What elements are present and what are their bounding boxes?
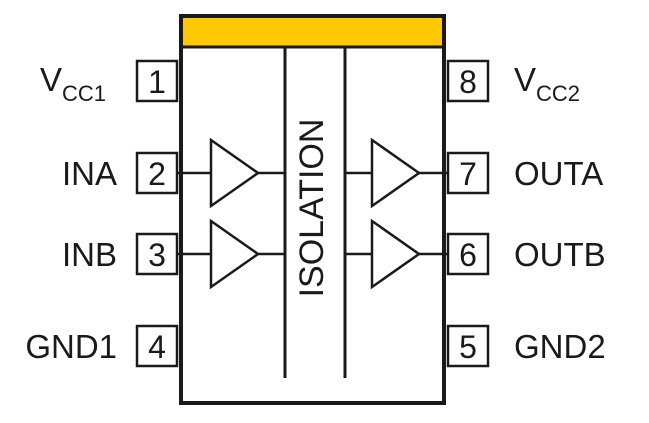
pin-4-box xyxy=(135,324,179,368)
pin-8-label-sub: CC2 xyxy=(536,81,580,106)
pin-7-box xyxy=(446,151,490,195)
pin-6-number: 6 xyxy=(459,237,477,273)
pin-2-box xyxy=(135,151,179,195)
pin-6-label: OUTB xyxy=(514,236,606,273)
pin-8-box xyxy=(446,59,490,103)
pin-1-label-sub: CC1 xyxy=(62,81,106,106)
buffer-ina xyxy=(177,137,285,209)
package-top-band xyxy=(183,18,442,46)
pin-3-label: INB xyxy=(62,236,117,273)
pin-5-box xyxy=(446,324,490,368)
pin-1-number: 1 xyxy=(148,64,166,100)
pin-1-box xyxy=(135,59,179,103)
pin-4-number: 4 xyxy=(148,329,166,365)
isolation-label: ISOLATION xyxy=(293,119,331,298)
buffer-inb xyxy=(177,218,285,290)
pin-2-label: INA xyxy=(62,155,117,192)
pin-4-label: GND1 xyxy=(25,328,117,365)
pin-7-label: OUTA xyxy=(514,155,603,192)
pin-2-number: 2 xyxy=(148,156,166,192)
pin-1-label-main: V xyxy=(40,61,62,98)
package-body xyxy=(179,14,446,405)
pin-7-number: 7 xyxy=(459,156,477,192)
pin-1-label: VCC1 xyxy=(40,61,106,106)
pin-8-label: VCC2 xyxy=(514,61,580,106)
pin-8-label-main: V xyxy=(514,61,536,98)
buffer-outa xyxy=(345,137,448,209)
pin-5-number: 5 xyxy=(459,329,477,365)
pin-8-number: 8 xyxy=(459,64,477,100)
pin-3-number: 3 xyxy=(148,237,166,273)
buffer-outb xyxy=(345,218,448,290)
pin-5-label: GND2 xyxy=(514,328,606,365)
